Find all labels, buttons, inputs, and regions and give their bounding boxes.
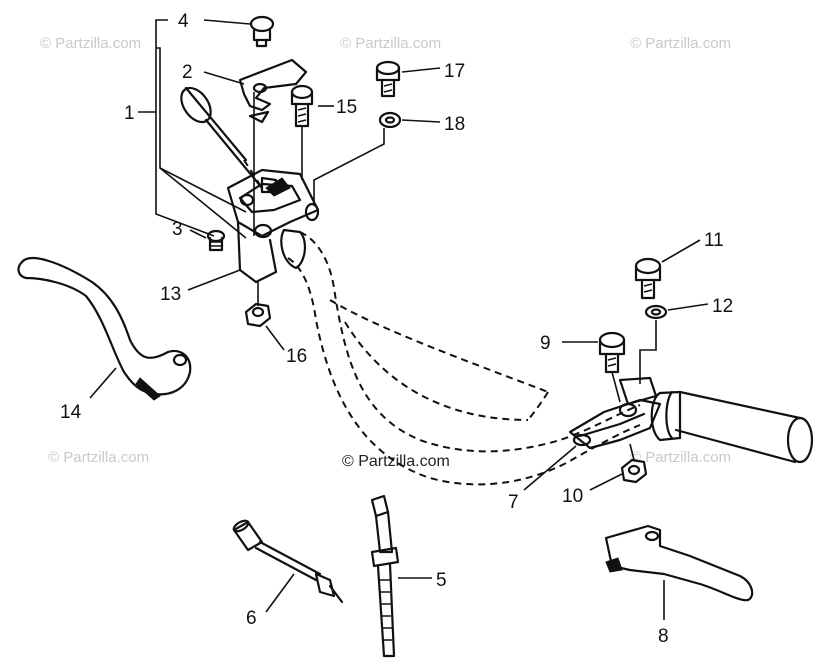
callout-3: 3 <box>172 219 183 240</box>
watermark-center: © Partzilla.com <box>342 453 450 470</box>
left-perch-assembly <box>226 168 320 284</box>
callout-7: 7 <box>508 492 519 513</box>
callout-14: 14 <box>60 402 82 423</box>
callout-8: 8 <box>658 626 669 647</box>
callout-2: 2 <box>182 62 193 83</box>
watermark-top-center: © Partzilla.com <box>340 35 441 52</box>
callout-17: 17 <box>444 61 465 82</box>
leader-lines <box>89 19 709 620</box>
callout-18: 18 <box>444 114 465 135</box>
callout-6: 6 <box>246 608 257 629</box>
watermark-top-left: © Partzilla.com <box>40 35 141 52</box>
callout-4: 4 <box>178 11 189 32</box>
part-17-bolt <box>375 60 401 98</box>
part-4-screw <box>249 15 275 48</box>
callout-15: 15 <box>336 97 357 118</box>
part-15-bolt <box>290 84 314 128</box>
callout-5: 5 <box>436 570 447 591</box>
callout-16: 16 <box>286 346 307 367</box>
part-12-washer <box>644 304 668 320</box>
watermark-top-right: © Partzilla.com <box>630 35 731 52</box>
part-10-nut <box>620 458 648 484</box>
callout-9: 9 <box>540 333 551 354</box>
part-2-bracket <box>238 58 308 124</box>
callout-1: 1 <box>124 103 135 124</box>
watermark-mid-right: © Partzilla.com <box>630 449 731 466</box>
part-3-screw <box>206 229 226 252</box>
part-14-lever <box>17 257 192 401</box>
part-16-nut <box>244 302 272 328</box>
callout-13: 13 <box>160 284 181 305</box>
callout-labels: 4 2 1 3 13 16 14 15 17 18 11 12 9 7 10 6… <box>60 11 733 647</box>
callout-11: 11 <box>704 230 724 251</box>
right-grip <box>650 390 814 464</box>
part-11-bolt <box>634 257 662 300</box>
callout-12: 12 <box>712 296 733 317</box>
callout-10: 10 <box>562 486 583 507</box>
part-6-cable <box>232 519 344 604</box>
part-9-bolt <box>598 331 626 374</box>
part-5-cable-tie <box>370 494 400 658</box>
part-18-washer <box>378 111 402 129</box>
handlebar <box>287 231 641 486</box>
left-grip <box>180 86 264 190</box>
part-8-lever <box>604 524 754 602</box>
watermark-mid-left: © Partzilla.com <box>48 449 149 466</box>
